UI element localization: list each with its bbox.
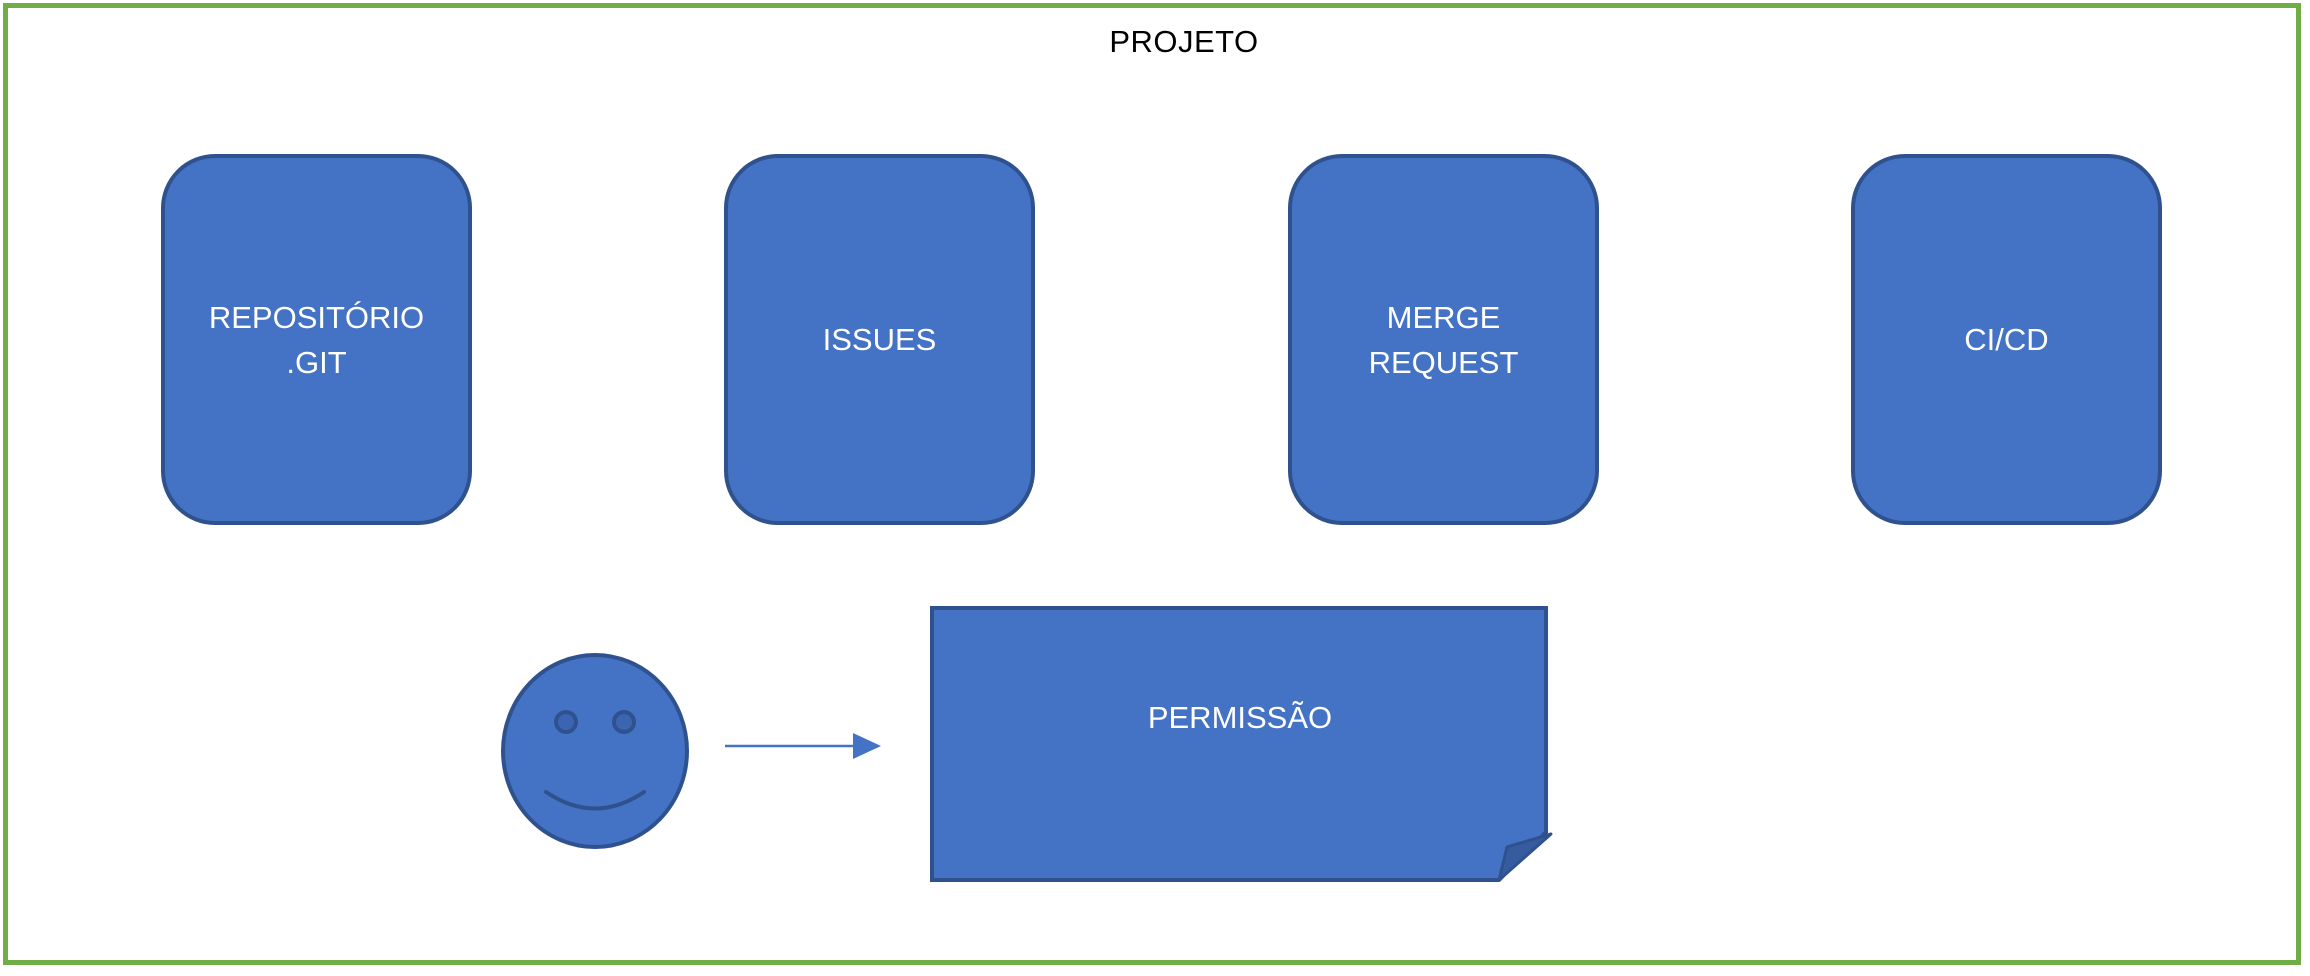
- issues-card[interactable]: ISSUES: [724, 154, 1035, 525]
- smile-mouth: [544, 790, 646, 811]
- permission-document-shape[interactable]: [930, 606, 1558, 888]
- permission-label: PERMISSÃO: [1147, 700, 1333, 735]
- merge-request-card[interactable]: MERGE REQUEST: [1288, 154, 1599, 525]
- left-eye: [554, 710, 578, 734]
- ci-cd-card[interactable]: CI/CD: [1851, 154, 2162, 525]
- project-title: PROJETO: [1109, 24, 1259, 59]
- repository-git-card[interactable]: REPOSITÓRIO .GIT: [161, 154, 472, 525]
- smiley-face-icon[interactable]: [500, 651, 692, 850]
- right-eye: [612, 710, 636, 734]
- arrow-connector: [725, 733, 881, 759]
- project-frame: [3, 3, 2301, 965]
- folded-corner: [1497, 832, 1553, 882]
